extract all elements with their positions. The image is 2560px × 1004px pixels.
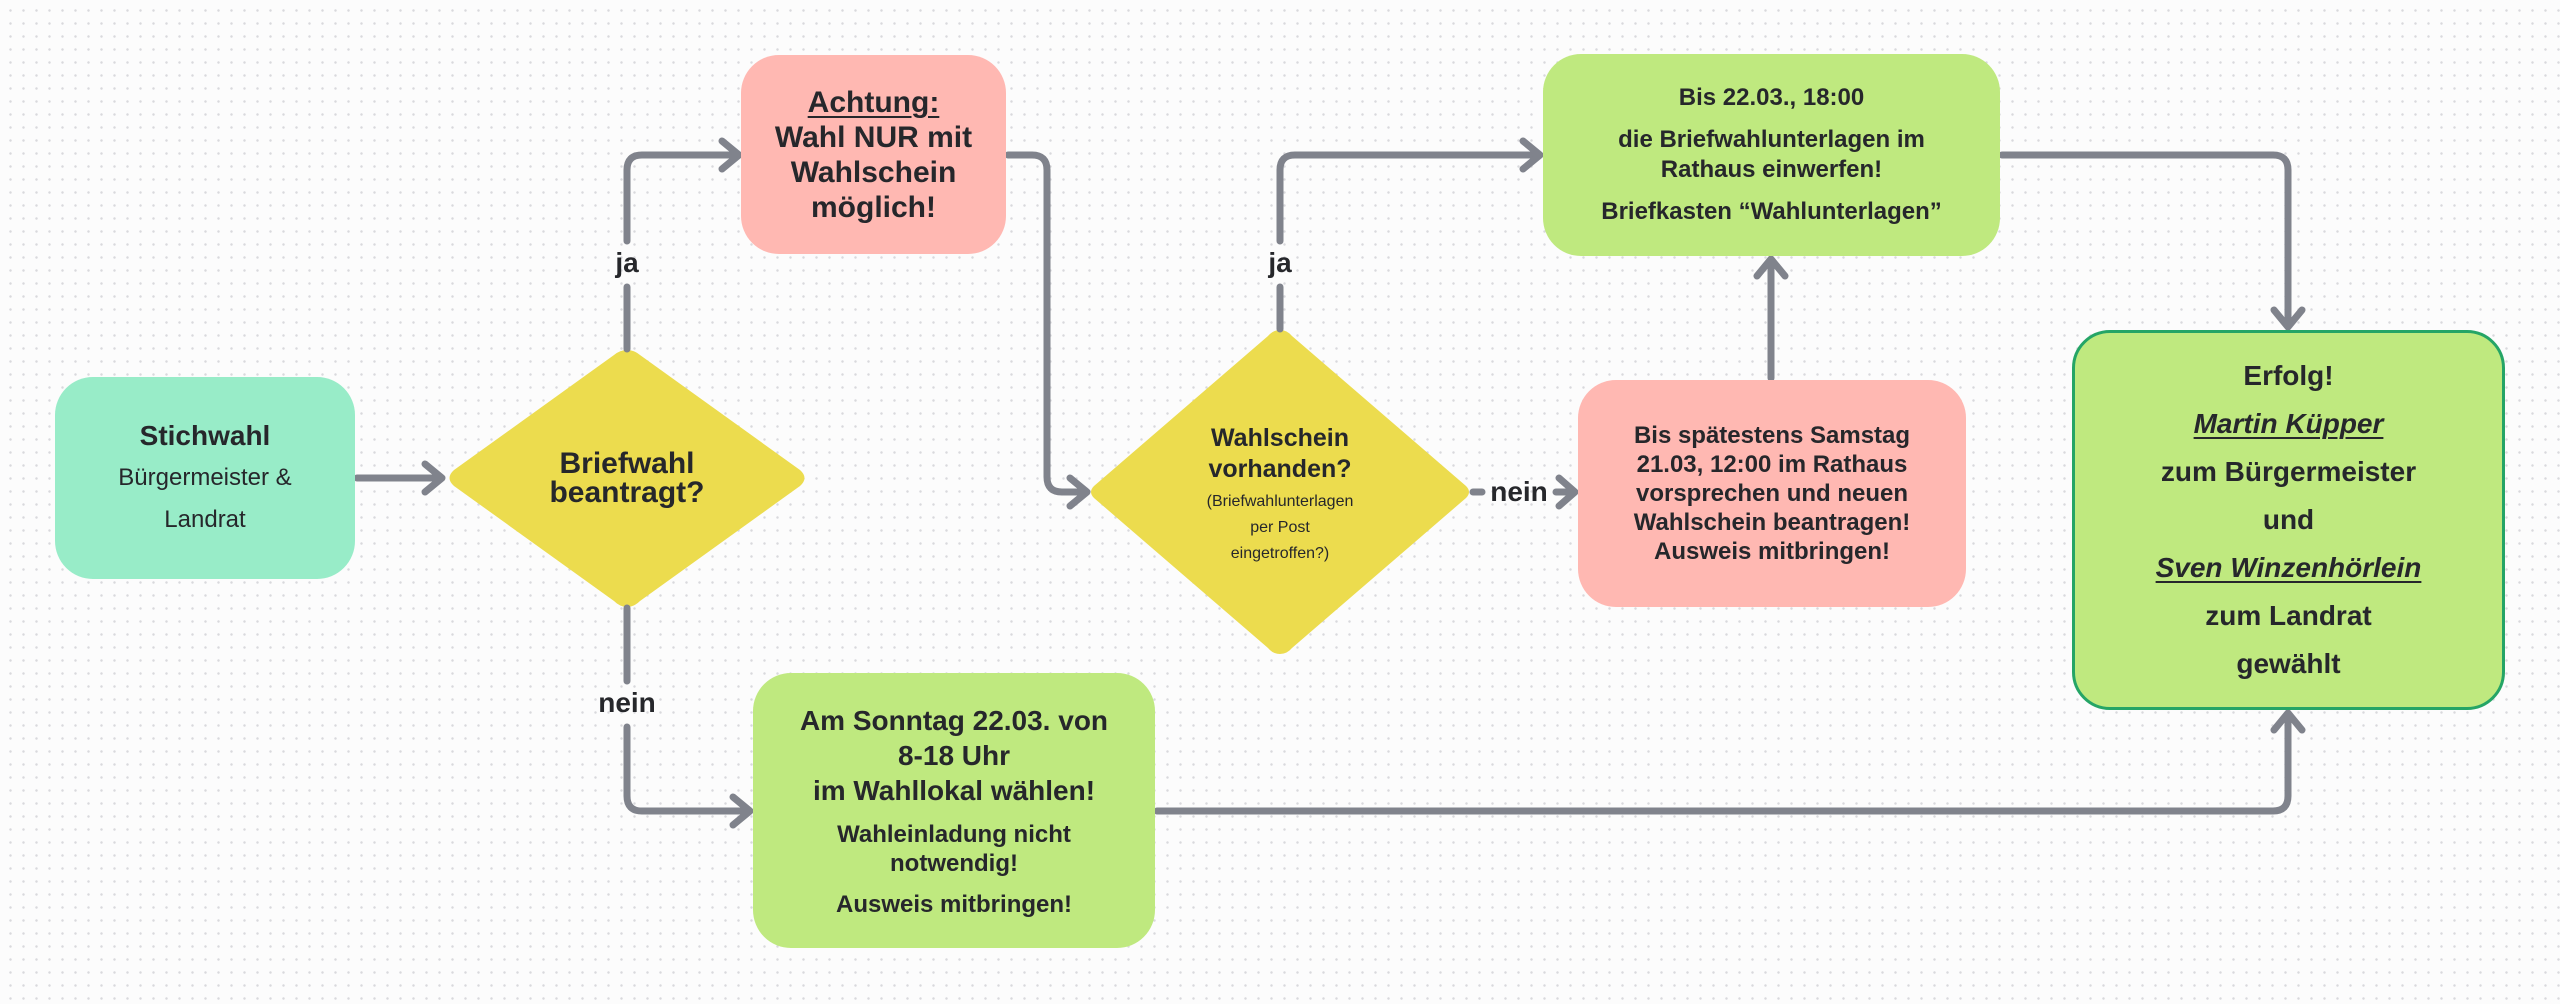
vote-id-note: Ausweis mitbringen! [835, 890, 1073, 918]
edge-vote-to-success [1153, 709, 2306, 815]
start-node-stichwahl[interactable]: Stichwahl Bürgermeister & Landrat [55, 377, 355, 579]
edge-label-nein-wahlschein: nein [1490, 476, 1548, 507]
start-node-line: Bürgermeister & [118, 464, 292, 491]
edge-label-nein-briefwahl: nein [598, 687, 656, 718]
edge-briefwahl-nein [623, 604, 754, 829]
renew-line: Bis spätestens Samstag [1633, 422, 1911, 449]
success-title: Erfolg! [2243, 360, 2334, 391]
edge-warning-to-wahlschein [1004, 151, 1091, 510]
warning-heading: Achtung: [807, 85, 940, 119]
drop-off-node[interactable]: Bis 22.03., 18:00 die Briefwahlunterlage… [1543, 54, 2000, 256]
decision-wahlschein-shape[interactable] [1091, 330, 1469, 654]
decision-briefwahl-text: Briefwahl [559, 447, 695, 480]
arrowhead-icon [1519, 137, 1544, 173]
edge-label-ja-briefwahl: ja [615, 247, 639, 278]
vote-note: notwendig! [890, 849, 1018, 877]
start-node-title: Stichwahl [139, 420, 271, 451]
vote-line: Am Sonntag 22.03. von [799, 704, 1109, 736]
edge-dropoff-to-success [1998, 151, 2306, 331]
success-office-mayor: zum Bürgermeister [2160, 456, 2417, 487]
edge-start-to-briefwahl [353, 460, 446, 496]
vote-note: Wahleinladung nicht [837, 820, 1071, 848]
drop-off-mailbox: Briefkasten “Wahlunterlagen” [1601, 198, 1942, 225]
warning-node-achtung[interactable]: Achtung: Wahl NUR mit Wahlschein möglich… [741, 55, 1006, 254]
edge-wahlschein-ja [1276, 137, 1544, 333]
edge-wahlschein-nein [1469, 474, 1579, 510]
drop-off-line: die Briefwahlunterlagen im [1618, 126, 1925, 153]
arrowhead-icon [1066, 474, 1091, 510]
decision-briefwahl-shape[interactable] [449, 350, 805, 607]
decision-wahlschein-hint: per Post [1250, 519, 1310, 536]
arrowhead-icon [1753, 255, 1789, 280]
decision-wahlschein-hint: eingetroffen?) [1230, 545, 1330, 562]
arrowhead-icon [718, 137, 743, 173]
decision-wahlschein-question: Wahlschein [1211, 424, 1349, 452]
success-candidate-mayor: Martin Küpper [2193, 408, 2384, 439]
vote-line: im Wahllokal wählen! [812, 774, 1096, 806]
edge-label-ja-wahlschein: ja [1268, 247, 1292, 278]
renew-line: 21.03, 12:00 im Rathaus [1636, 451, 1908, 478]
warning-line: Wahlschein [790, 155, 957, 189]
renew-wahlschein-node[interactable]: Bis spätestens Samstag 21.03, 12:00 im R… [1578, 380, 1966, 607]
warning-line: Wahl NUR mit [774, 120, 973, 154]
arrowhead-icon [1555, 474, 1579, 510]
success-candidate-district: Sven Winzenhörlein [2155, 552, 2422, 583]
renew-line: Ausweis mitbringen! [1653, 538, 1891, 565]
renew-line: Wahlschein beantragen! [1633, 509, 1911, 536]
arrowhead-icon [2270, 709, 2306, 734]
success-outcome: gewählt [2236, 648, 2341, 679]
vote-line: 8-18 Uhr [897, 739, 1011, 771]
decision-wahlschein-label: Wahlschein vorhanden? (Briefwahlunterlag… [1140, 410, 1420, 580]
warning-line: möglich! [811, 190, 936, 224]
renew-line: vorsprechen und neuen [1635, 480, 1909, 507]
drop-off-line: Rathaus einwerfen! [1660, 156, 1883, 183]
edge-briefwahl-ja [623, 137, 743, 353]
edge-renew-to-dropoff [1753, 255, 1789, 382]
vote-in-person-node[interactable]: Am Sonntag 22.03. von 8-18 Uhr im Wahllo… [753, 673, 1155, 948]
start-node-line: Landrat [164, 506, 246, 533]
arrowhead-icon [421, 460, 446, 496]
decision-wahlschein-hint: (Briefwahlunterlagen [1206, 493, 1354, 510]
success-office-district: zum Landrat [2205, 600, 2372, 631]
arrowhead-icon [2270, 306, 2306, 331]
decision-briefwahl-text: beantragt? [549, 476, 705, 509]
success-conjunction: und [2262, 504, 2315, 535]
drop-off-deadline: Bis 22.03., 18:00 [1678, 84, 1865, 111]
decision-briefwahl-label: Briefwahl beantragt? [497, 418, 757, 538]
arrowhead-icon [729, 793, 754, 829]
decision-wahlschein-question: vorhanden? [1208, 455, 1352, 483]
success-node-erfolg[interactable]: Erfolg! Martin Küpper zum Bürgermeister … [2072, 330, 2505, 710]
